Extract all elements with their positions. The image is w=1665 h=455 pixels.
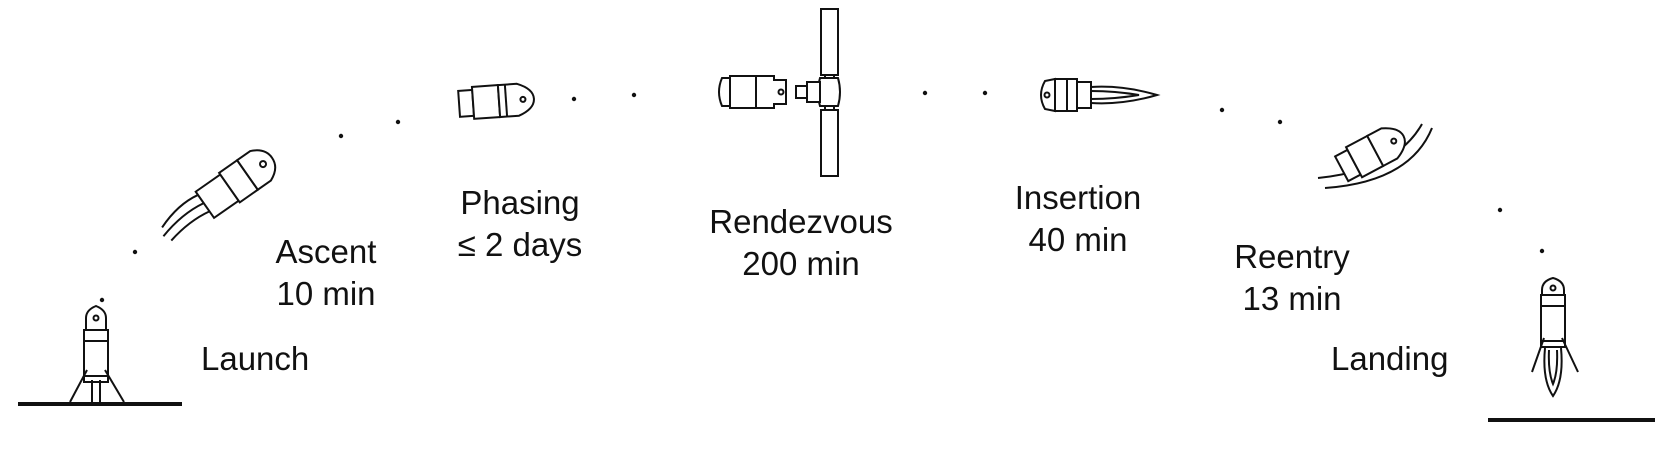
trajectory-dot — [571, 96, 577, 102]
phase-name: Landing — [1331, 340, 1449, 377]
phase-duration: 13 min — [1242, 280, 1342, 317]
trajectory-dot — [922, 90, 928, 96]
lander-on-pad-icon — [69, 304, 125, 403]
phase-name: Rendezvous — [709, 203, 893, 240]
insertion-capsule-icon — [1040, 77, 1161, 113]
trajectory-dot — [1219, 107, 1225, 113]
trajectory-dot — [631, 92, 637, 98]
trajectory-dot — [99, 297, 105, 303]
phase-duration: 40 min — [1028, 221, 1128, 258]
trajectory-dot — [1539, 248, 1545, 254]
trajectory-dot — [982, 90, 988, 96]
trajectory-dot — [1277, 119, 1283, 125]
trajectory-dot — [1497, 207, 1503, 213]
phase-label-phasing: Phasing ≤ 2 days — [430, 182, 610, 266]
phase-name: Insertion — [1014, 179, 1142, 216]
reentry-capsule-icon — [1317, 123, 1433, 189]
phase-label-insertion: Insertion 40 min — [993, 177, 1163, 261]
trajectory-dot — [338, 133, 344, 139]
trajectory-dot — [395, 119, 401, 125]
phase-duration: 200 min — [742, 245, 860, 282]
landing-lander-icon — [1531, 276, 1579, 398]
phase-name: Reentry — [1234, 238, 1350, 275]
trajectory-dot — [132, 249, 138, 255]
phase-label-rendezvous: Rendezvous 200 min — [686, 201, 916, 285]
phase-label-landing: Landing — [1331, 338, 1448, 380]
phase-label-launch: Launch — [201, 338, 309, 380]
phasing-capsule-icon — [457, 82, 535, 120]
phase-name: Ascent — [275, 233, 377, 270]
trajectory-dots — [99, 90, 1545, 303]
phase-duration: ≤ 2 days — [457, 226, 583, 263]
phase-label-ascent: Ascent 10 min — [246, 231, 406, 315]
docked-station-icon — [718, 8, 841, 177]
phase-label-reentry: Reentry 13 min — [1212, 236, 1372, 320]
phase-name: Phasing — [460, 184, 580, 221]
phase-duration: 10 min — [276, 275, 376, 312]
phase-name: Launch — [201, 340, 310, 377]
ascending-capsule-icon — [161, 149, 277, 242]
